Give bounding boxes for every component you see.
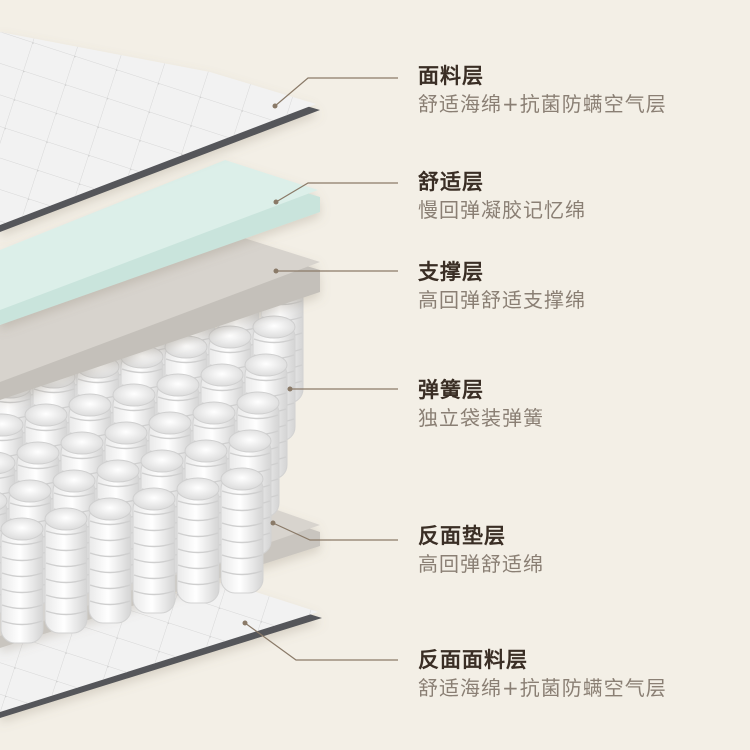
label-bottom-pad-layer: 反面垫层 高回弹舒适绵: [418, 522, 544, 578]
label-fabric-layer: 面料层 舒适海绵+抗菌防螨空气层: [418, 62, 667, 118]
layer-title: 舒适层: [418, 168, 586, 196]
layer-description: 舒适海绵+抗菌防螨空气层: [418, 674, 667, 702]
label-bottom-fabric-layer: 反面面料层 舒适海绵+抗菌防螨空气层: [418, 646, 667, 702]
layer-description: 慢回弹凝胶记忆绵: [418, 196, 586, 224]
label-spring-layer: 弹簧层 独立袋装弹簧: [418, 376, 544, 432]
spring-coil: [133, 488, 175, 613]
spring-coil: [177, 478, 219, 603]
label-support-layer: 支撑层 高回弹舒适支撑绵: [418, 258, 586, 314]
spring-coil: [45, 508, 87, 633]
spring-coil: [221, 468, 263, 593]
spring-coil: [89, 498, 131, 623]
spring-coil: [1, 518, 43, 643]
layer-description: 舒适海绵+抗菌防螨空气层: [418, 90, 667, 118]
layer-title: 支撑层: [418, 258, 586, 286]
label-comfort-layer: 舒适层 慢回弹凝胶记忆绵: [418, 168, 586, 224]
layer-title: 反面面料层: [418, 646, 667, 674]
layer-title: 面料层: [418, 62, 667, 90]
layer-description: 独立袋装弹簧: [418, 404, 544, 432]
layer-description: 高回弹舒适绵: [418, 550, 544, 578]
layer-title: 弹簧层: [418, 376, 544, 404]
layer-title: 反面垫层: [418, 522, 544, 550]
layer-description: 高回弹舒适支撑绵: [418, 286, 586, 314]
